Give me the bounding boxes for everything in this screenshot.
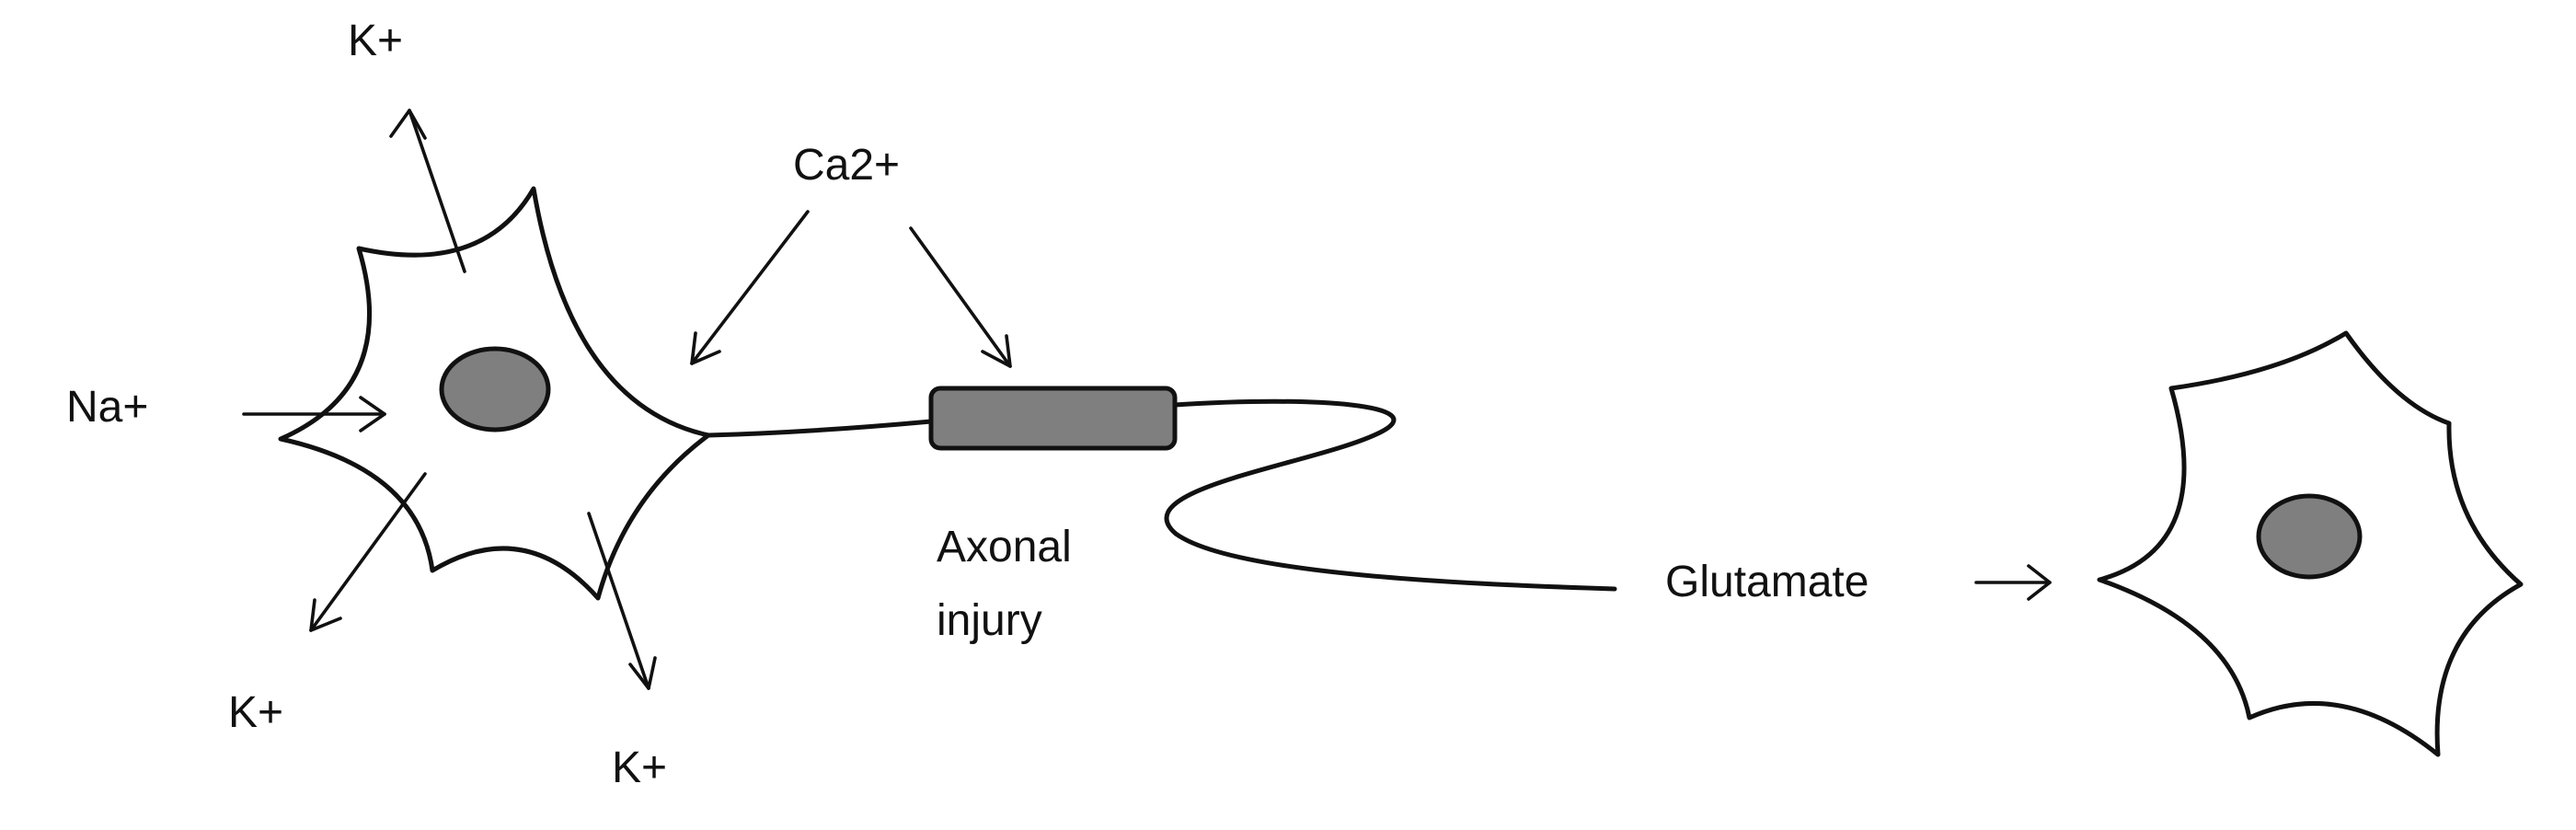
arrow-ca-to-cell: [690, 210, 810, 365]
label-k-bottom-left: K+: [228, 688, 283, 737]
label-injury: injury: [937, 596, 1042, 645]
arrow-na-inward: [242, 396, 386, 432]
arrow-glutamate: [1974, 564, 2052, 601]
label-k-top: K+: [348, 17, 403, 65]
arrow-k-bottom-left: [309, 472, 427, 632]
arrow-ca-to-injury: [909, 226, 1012, 368]
axonal-injury-block: [928, 386, 1178, 451]
arrow-k-bottom-center: [587, 512, 657, 690]
label-glutamate: Glutamate: [1665, 558, 1869, 606]
right-nucleus: [2256, 493, 2363, 580]
axon-proximal: [706, 419, 934, 438]
arrow-k-top: [389, 109, 466, 273]
label-na: Na+: [66, 383, 148, 432]
axon-distal: [1164, 398, 1617, 592]
label-axonal: Axonal: [937, 523, 1072, 571]
left-nucleus: [439, 346, 551, 432]
label-k-bottom-center: K+: [612, 744, 667, 792]
label-ca: Ca2+: [793, 141, 900, 190]
